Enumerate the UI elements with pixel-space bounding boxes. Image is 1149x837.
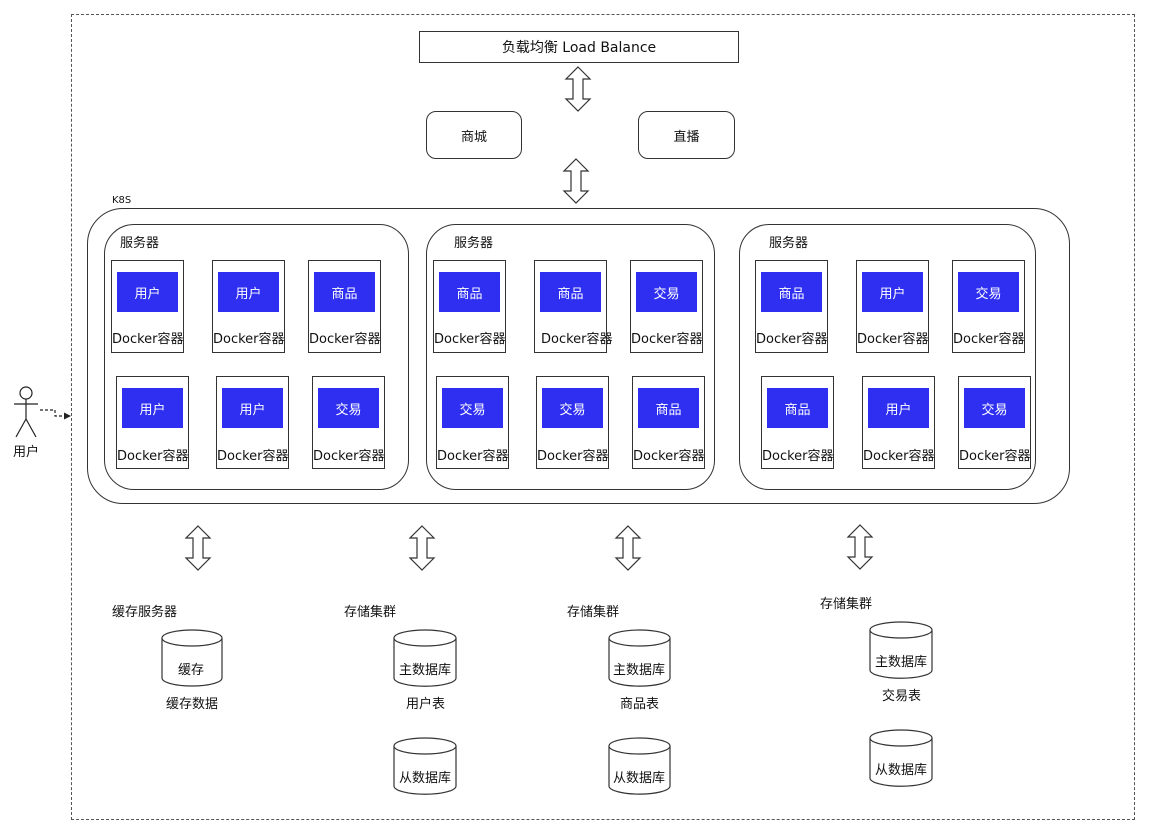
- server-2-title: 服务器: [454, 236, 494, 251]
- docker-label: Docker容器: [631, 332, 703, 347]
- slave-db-label: 从数据库: [399, 771, 452, 786]
- app-k8s-double-arrow: [563, 158, 589, 204]
- master-db-label: 主数据库: [399, 663, 452, 678]
- service-box: 商品: [767, 388, 828, 428]
- app-mall-label: 商城: [460, 129, 487, 145]
- app-mall-box[interactable]: 商城: [426, 111, 522, 159]
- docker-label: Docker容器: [953, 332, 1025, 347]
- slave-db-label: 从数据库: [875, 763, 928, 778]
- docker-label: Docker容器: [434, 332, 506, 347]
- system-boundary: [71, 14, 1135, 820]
- load-balancer-box[interactable]: 负载均衡 Load Balance: [419, 31, 739, 63]
- service-box: 商品: [439, 272, 500, 312]
- server-1-title: 服务器: [120, 236, 160, 251]
- k8s-storage2-double-arrow: [615, 525, 641, 571]
- service-box: 用户: [218, 272, 279, 312]
- service-box: 商品: [761, 272, 822, 312]
- service-box: 用户: [222, 388, 283, 428]
- k8s-storage1-double-arrow: [409, 525, 435, 571]
- storage-cluster-3-title: 存储集群: [820, 597, 873, 612]
- storage-cluster-2-title: 存储集群: [567, 605, 620, 620]
- service-box: 交易: [442, 388, 503, 428]
- docker-label: Docker容器: [633, 449, 705, 464]
- docker-label: Docker容器: [117, 449, 189, 464]
- service-box: 交易: [958, 272, 1019, 312]
- docker-label: Docker容器: [541, 332, 613, 347]
- service-box: 交易: [318, 388, 379, 428]
- cache-data-caption: 缓存数据: [166, 697, 219, 712]
- service-box: 商品: [638, 388, 699, 428]
- app-live-label: 直播: [673, 129, 700, 145]
- load-balancer-label: 负载均衡 Load Balance: [501, 40, 657, 56]
- cache-server-title: 缓存服务器: [112, 605, 178, 620]
- service-box: 用户: [117, 272, 178, 312]
- storage-cluster-1-title: 存储集群: [344, 605, 397, 620]
- k8s-label: K8S: [112, 195, 132, 206]
- server-3-title: 服务器: [769, 236, 809, 251]
- docker-label: Docker容器: [313, 449, 385, 464]
- table-caption: 用户表: [406, 697, 446, 712]
- service-box: 交易: [636, 272, 697, 312]
- service-box: 用户: [122, 388, 183, 428]
- user-actor-icon: [14, 386, 38, 438]
- docker-label: Docker容器: [309, 332, 381, 347]
- cache-db-label: 缓存: [178, 663, 205, 678]
- user-request-arrow: [40, 409, 71, 420]
- service-box: 交易: [542, 388, 603, 428]
- service-box: 交易: [964, 388, 1025, 428]
- docker-label: Docker容器: [217, 449, 289, 464]
- table-caption: 交易表: [882, 689, 922, 704]
- user-label: 用户: [13, 445, 40, 460]
- lb-app-double-arrow: [565, 66, 591, 112]
- slave-db-label: 从数据库: [613, 771, 666, 786]
- service-box: 用户: [868, 388, 929, 428]
- docker-label: Docker容器: [857, 332, 929, 347]
- database-cylinders: [161, 621, 933, 795]
- service-box: 用户: [862, 272, 923, 312]
- docker-label: Docker容器: [112, 332, 184, 347]
- service-box: 商品: [540, 272, 601, 312]
- master-db-label: 主数据库: [875, 655, 928, 670]
- k8s-storage3-double-arrow: [847, 524, 873, 570]
- docker-label: Docker容器: [213, 332, 285, 347]
- service-box: 商品: [314, 272, 375, 312]
- master-db-label: 主数据库: [613, 663, 666, 678]
- docker-label: Docker容器: [437, 449, 509, 464]
- app-live-box[interactable]: 直播: [638, 111, 735, 159]
- docker-label: Docker容器: [863, 449, 935, 464]
- docker-label: Docker容器: [762, 449, 834, 464]
- k8s-cache-double-arrow: [185, 525, 211, 571]
- table-caption: 商品表: [620, 697, 660, 712]
- docker-label: Docker容器: [959, 449, 1031, 464]
- docker-label: Docker容器: [756, 332, 828, 347]
- docker-label: Docker容器: [537, 449, 609, 464]
